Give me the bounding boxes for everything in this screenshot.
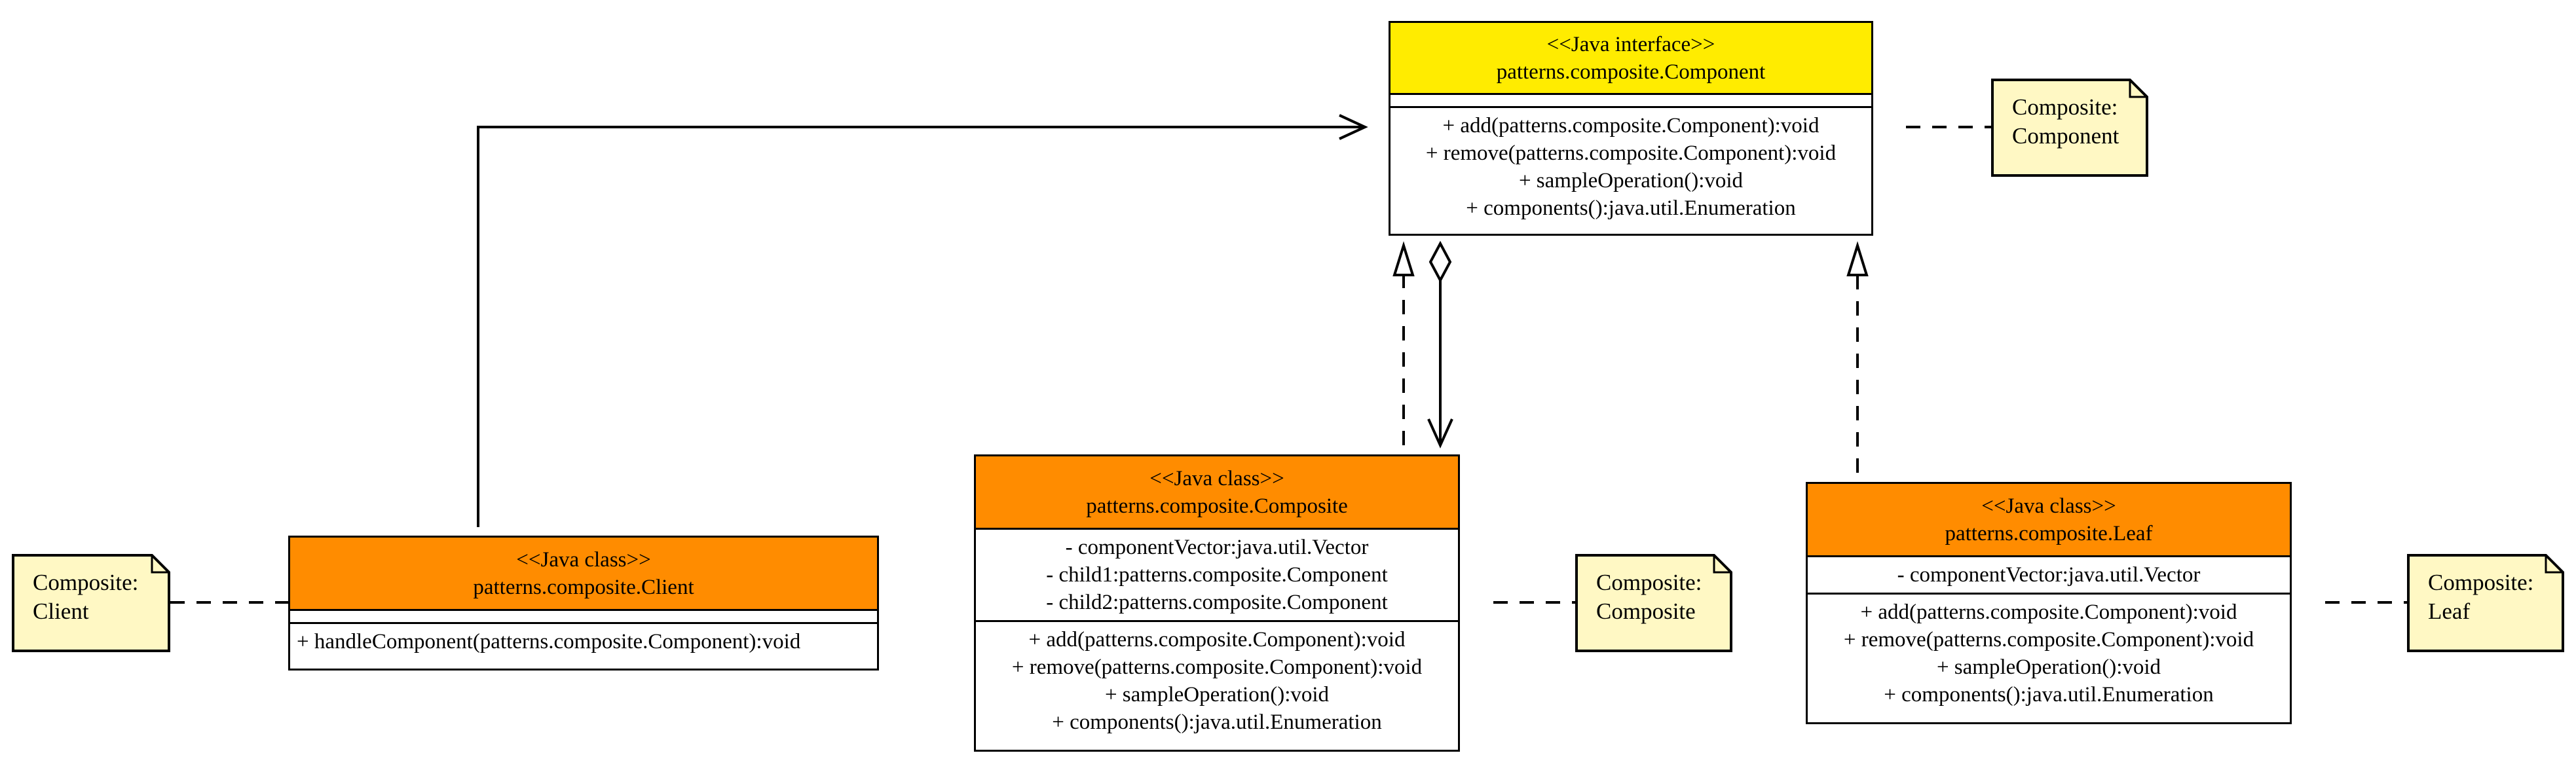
- note-leaf[interactable]: Composite: Leaf: [2407, 554, 2564, 652]
- leaf-attributes: - componentVector:java.util.Vector: [1808, 557, 2290, 595]
- composite-aggregation-arrowhead: [1427, 418, 1453, 449]
- client-component-association: [477, 126, 1362, 527]
- leaf-class-box[interactable]: <<Java class>> patterns.composite.Leaf -…: [1806, 482, 2292, 724]
- composite-op-add: + add(patterns.composite.Component):void: [1028, 628, 1406, 652]
- note-composite-shape: [1575, 554, 1732, 652]
- client-name: patterns.composite.Client: [473, 575, 694, 599]
- composite-header: <<Java class>> patterns.composite.Compos…: [976, 456, 1458, 530]
- leaf-stereotype: <<Java class>>: [1981, 494, 2116, 518]
- leaf-name: patterns.composite.Leaf: [1945, 521, 2153, 545]
- component-op-components: + components():java.util.Enumeration: [1466, 196, 1796, 220]
- composite-attributes: - componentVector:java.util.Vector - chi…: [976, 530, 1458, 622]
- note-component-shape: [1991, 79, 2148, 177]
- component-attributes: [1391, 95, 1871, 108]
- leaf-operations: + add(patterns.composite.Component):void…: [1808, 595, 2290, 712]
- component-name: patterns.composite.Component: [1496, 60, 1766, 84]
- client-component-arrowhead: [1339, 114, 1368, 140]
- composite-op-components: + components():java.util.Enumeration: [1052, 710, 1382, 734]
- note-composite[interactable]: Composite: Composite: [1575, 554, 1732, 652]
- note-composite-text: Composite: Composite: [1596, 570, 1702, 624]
- composite-attr-vector: - componentVector:java.util.Vector: [1065, 536, 1369, 559]
- component-operations: + add(patterns.composite.Component):void…: [1391, 108, 1871, 226]
- leaf-realization-arrowhead: [1846, 241, 1869, 276]
- note-leaf-shape: [2407, 554, 2564, 652]
- component-interface-box[interactable]: <<Java interface>> patterns.composite.Co…: [1389, 21, 1873, 236]
- client-class-box[interactable]: <<Java class>> patterns.composite.Client…: [288, 536, 879, 671]
- composite-op-sample: + sampleOperation():void: [1104, 683, 1330, 707]
- leaf-op-remove: + remove(patterns.composite.Component):v…: [1843, 628, 2254, 652]
- composite-stereotype: <<Java class>>: [1149, 466, 1284, 490]
- component-stereotype: <<Java interface>>: [1546, 32, 1715, 56]
- client-attributes: [290, 611, 877, 624]
- composite-aggregation-diamond: [1428, 240, 1452, 284]
- client-op-handle: + handleComponent(patterns.composite.Com…: [297, 630, 801, 653]
- composite-op-remove: + remove(patterns.composite.Component):v…: [1011, 655, 1423, 679]
- client-stereotype: <<Java class>>: [516, 547, 651, 572]
- leaf-op-components: + components():java.util.Enumeration: [1884, 683, 2214, 707]
- composite-class-box[interactable]: <<Java class>> patterns.composite.Compos…: [974, 454, 1460, 752]
- composite-attr-child2: - child2:patterns.composite.Component: [1046, 591, 1388, 614]
- client-operations: + handleComponent(patterns.composite.Com…: [290, 624, 877, 659]
- component-op-remove: + remove(patterns.composite.Component):v…: [1425, 141, 1837, 165]
- leaf-header: <<Java class>> patterns.composite.Leaf: [1808, 484, 2290, 557]
- note-client-text: Composite: Client: [33, 570, 139, 624]
- note-leaf-text: Composite: Leaf: [2428, 570, 2534, 624]
- component-header: <<Java interface>> patterns.composite.Co…: [1391, 23, 1871, 95]
- note-client-shape: [12, 554, 170, 652]
- client-header: <<Java class>> patterns.composite.Client: [290, 538, 877, 611]
- leaf-op-sample: + sampleOperation():void: [1936, 655, 2161, 679]
- composite-operations: + add(patterns.composite.Component):void…: [976, 622, 1458, 740]
- leaf-op-add: + add(patterns.composite.Component):void: [1860, 600, 2237, 624]
- composite-name: patterns.composite.Composite: [1086, 494, 1348, 518]
- component-op-sample: + sampleOperation():void: [1518, 169, 1744, 193]
- note-component[interactable]: Composite: Component: [1991, 79, 2148, 177]
- composite-realization-arrowhead: [1392, 241, 1415, 276]
- note-client[interactable]: Composite: Client: [12, 554, 170, 652]
- component-op-add: + add(patterns.composite.Component):void: [1442, 114, 1820, 138]
- composite-attr-child1: - child1:patterns.composite.Component: [1046, 563, 1388, 587]
- note-component-text: Composite: Component: [2012, 94, 2119, 149]
- leaf-attr-vector: - componentVector:java.util.Vector: [1897, 563, 2201, 587]
